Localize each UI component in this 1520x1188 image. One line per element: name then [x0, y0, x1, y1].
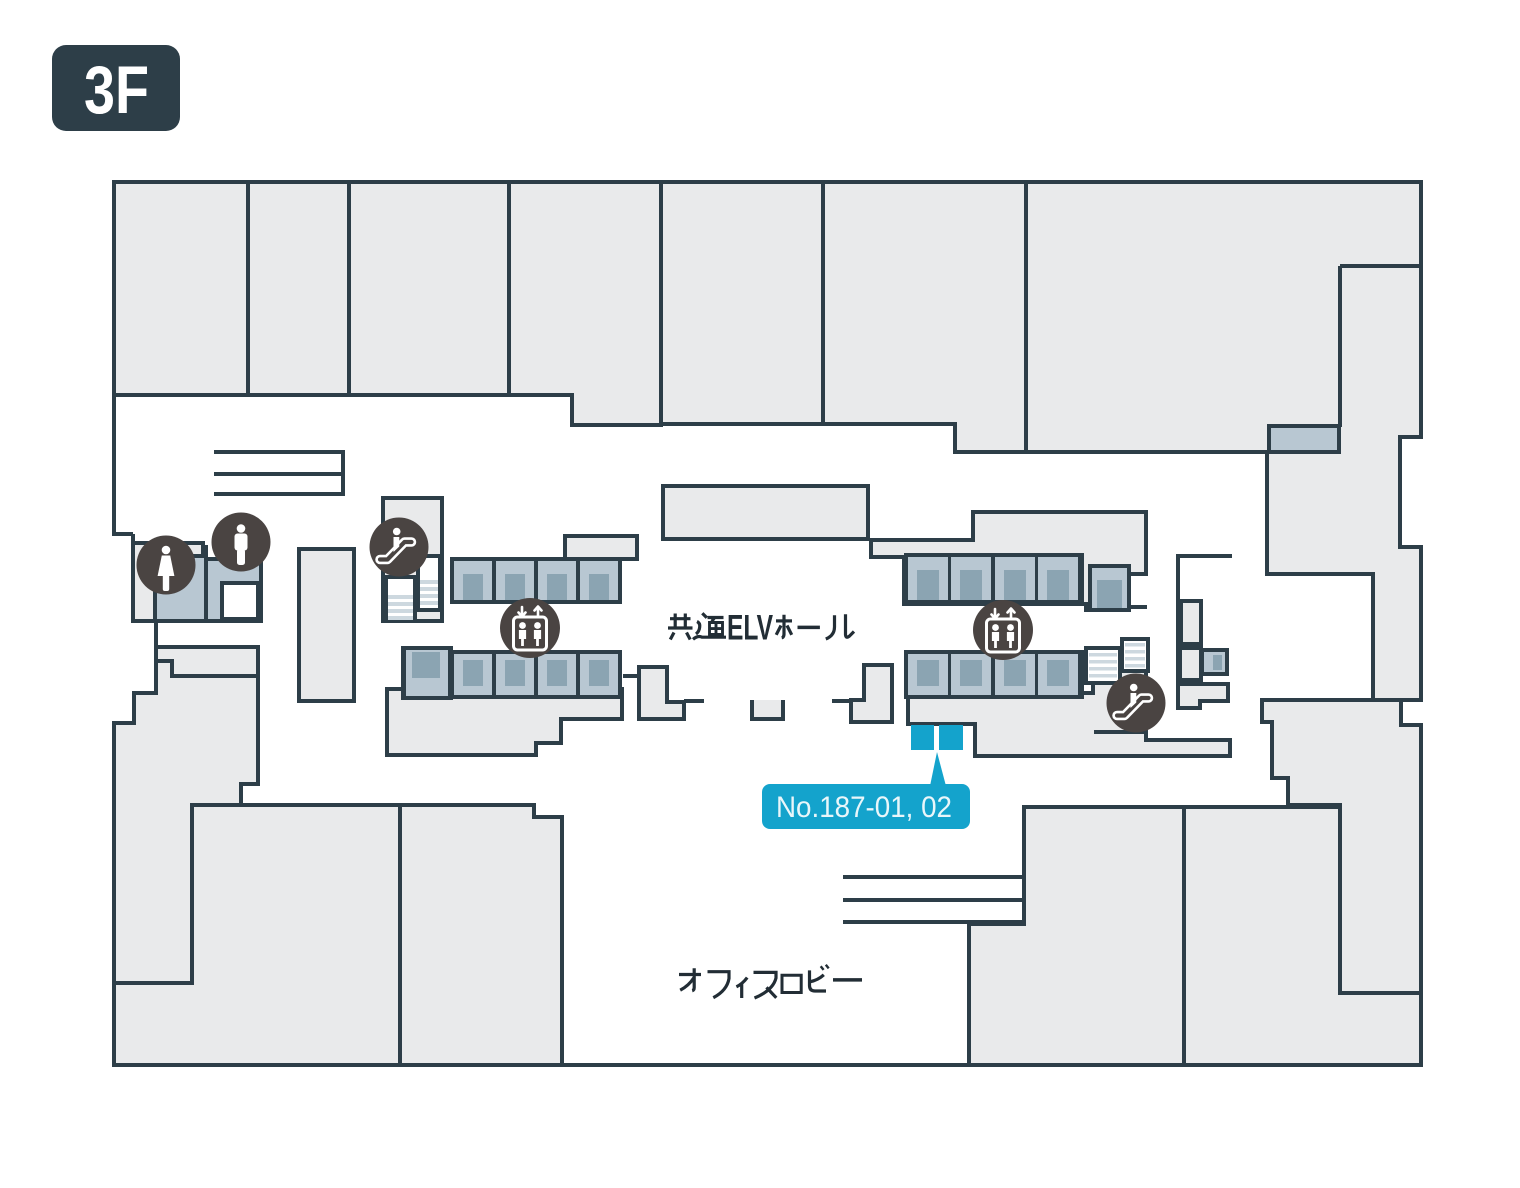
- svg-text:ELV: ELV: [727, 609, 773, 648]
- svg-text:3F: 3F: [84, 52, 149, 128]
- svg-text:No.187-01, 02: No.187-01, 02: [776, 791, 952, 824]
